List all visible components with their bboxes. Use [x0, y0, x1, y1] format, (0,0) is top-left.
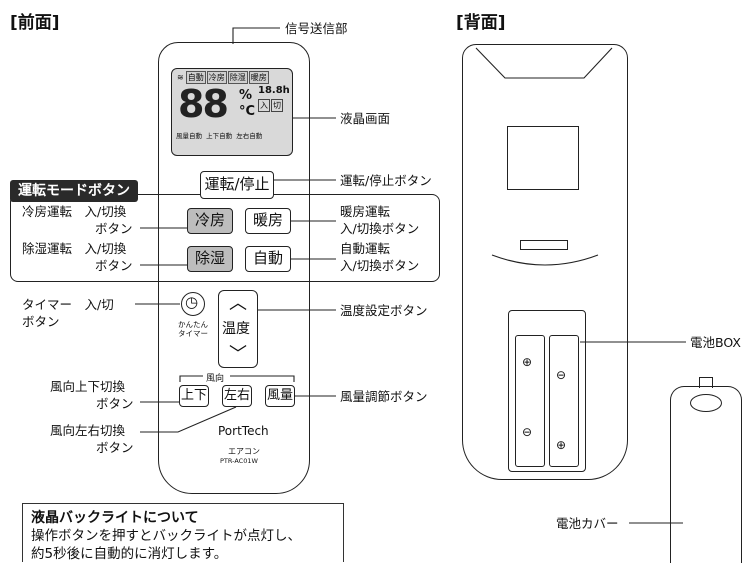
- lcd-horizontal-auto: 左右自動: [236, 132, 263, 140]
- label-dry-1: 除湿運転 入/切換: [22, 241, 127, 256]
- product-name: エアコン: [228, 447, 260, 456]
- note-line-1: 操作ボタンを押すとバックライトが点灯し、: [31, 528, 301, 544]
- label-cool-2: ボタン: [95, 221, 133, 236]
- wind-direction-label: 風向: [206, 374, 225, 384]
- label-horizontal-2: ボタン: [96, 440, 134, 455]
- fan-speed-button[interactable]: 風量: [265, 385, 295, 407]
- label-timer-2: ボタン: [22, 314, 60, 329]
- label-vertical-2: ボタン: [96, 396, 134, 411]
- battery-cover[interactable]: [670, 386, 742, 563]
- lcd-vertical-auto: 上下自動: [206, 132, 233, 140]
- lcd-timer: 18.8h: [258, 85, 290, 96]
- front-title: [前面]: [10, 13, 60, 33]
- label-vertical-1: 風向上下切換: [50, 379, 126, 394]
- lcd-bottom-labels: 風量自動 上下自動 左右自動: [176, 130, 262, 140]
- label-fan: 風量調節ボタン: [340, 389, 428, 404]
- cool-button[interactable]: 冷房: [187, 208, 233, 234]
- lcd-on-off: 入切: [258, 99, 284, 112]
- minus-icon: ⊖: [556, 368, 567, 382]
- auto-button[interactable]: 自動: [245, 246, 291, 272]
- horizontal-swing-button[interactable]: 左右: [222, 385, 252, 407]
- temp-up-button[interactable]: ︿: [229, 293, 247, 314]
- note-title: 液晶バックライトについて: [31, 510, 199, 526]
- label-timer-1: タイマー 入/切: [22, 297, 114, 312]
- label-auto-2: 入/切換ボタン: [340, 258, 420, 273]
- brand-logo: PortTech: [218, 424, 269, 438]
- label-cool-1: 冷房運転 入/切換: [22, 204, 127, 219]
- lcd-temperature: 88: [178, 82, 229, 126]
- timer-button[interactable]: [181, 292, 205, 316]
- lcd-mode-heat: 暖房: [248, 71, 269, 84]
- label-battery-cover: 電池カバー: [556, 516, 619, 531]
- power-button[interactable]: 運転/停止: [200, 171, 274, 199]
- wifi-icon: ≋: [177, 73, 184, 82]
- lcd-mode-icons: ≋自動冷房除湿暖房: [176, 71, 270, 84]
- lcd-mode-cool: 冷房: [206, 71, 227, 84]
- timer-sub-label: かんたん タイマー: [178, 320, 208, 338]
- cover-tab: [699, 377, 713, 388]
- dry-button[interactable]: 除湿: [187, 246, 233, 272]
- plus-icon: ⊕: [522, 355, 533, 369]
- lcd-on: 入: [258, 99, 270, 112]
- lcd-mode-auto: 自動: [185, 71, 206, 84]
- temp-label: 温度: [222, 321, 250, 337]
- back-battery-compartment: [508, 310, 586, 472]
- plus-icon: ⊕: [556, 438, 567, 452]
- vertical-swing-button[interactable]: 上下: [179, 385, 209, 407]
- battery-1: [515, 335, 545, 467]
- clock-icon: ◷: [185, 293, 199, 311]
- temp-down-button[interactable]: ﹀: [229, 344, 247, 365]
- lcd-celsius: °C: [239, 104, 256, 119]
- minus-icon: ⊖: [522, 425, 533, 439]
- temperature-rocker[interactable]: [218, 290, 258, 368]
- label-dry-2: ボタン: [95, 258, 133, 273]
- label-battery-box: 電池BOX: [690, 335, 741, 350]
- lcd-off: 切: [271, 99, 283, 112]
- label-power: 運転/停止ボタン: [340, 173, 432, 188]
- back-window: [507, 126, 579, 190]
- lcd-fan-auto: 風量自動: [176, 132, 202, 140]
- lcd-percent: %: [239, 88, 253, 103]
- backlight-note: 液晶バックライトについて 操作ボタンを押すとバックライトが点灯し、 約5秒後に自…: [22, 503, 344, 562]
- label-heat-1: 暖房運転: [340, 204, 391, 219]
- lcd-mode-dry: 除湿: [227, 71, 248, 84]
- label-signal-emitter: 信号送信部: [285, 21, 348, 36]
- battery-2: [549, 335, 579, 467]
- label-temp: 温度設定ボタン: [340, 303, 428, 318]
- label-lcd: 液晶画面: [340, 111, 391, 126]
- model-number: PTR-AC01W: [220, 457, 258, 465]
- back-slot: [520, 240, 568, 250]
- back-title: [背面]: [456, 13, 506, 33]
- cover-grip-icon: [690, 394, 722, 412]
- label-horizontal-1: 風向左右切換: [50, 423, 126, 438]
- heat-button[interactable]: 暖房: [245, 208, 291, 234]
- label-auto-1: 自動運転: [340, 241, 391, 256]
- note-line-2: 約5秒後に自動的に消灯します。: [31, 546, 228, 562]
- label-heat-2: 入/切換ボタン: [340, 221, 420, 236]
- mode-buttons-title: 運転モードボタン: [10, 180, 138, 202]
